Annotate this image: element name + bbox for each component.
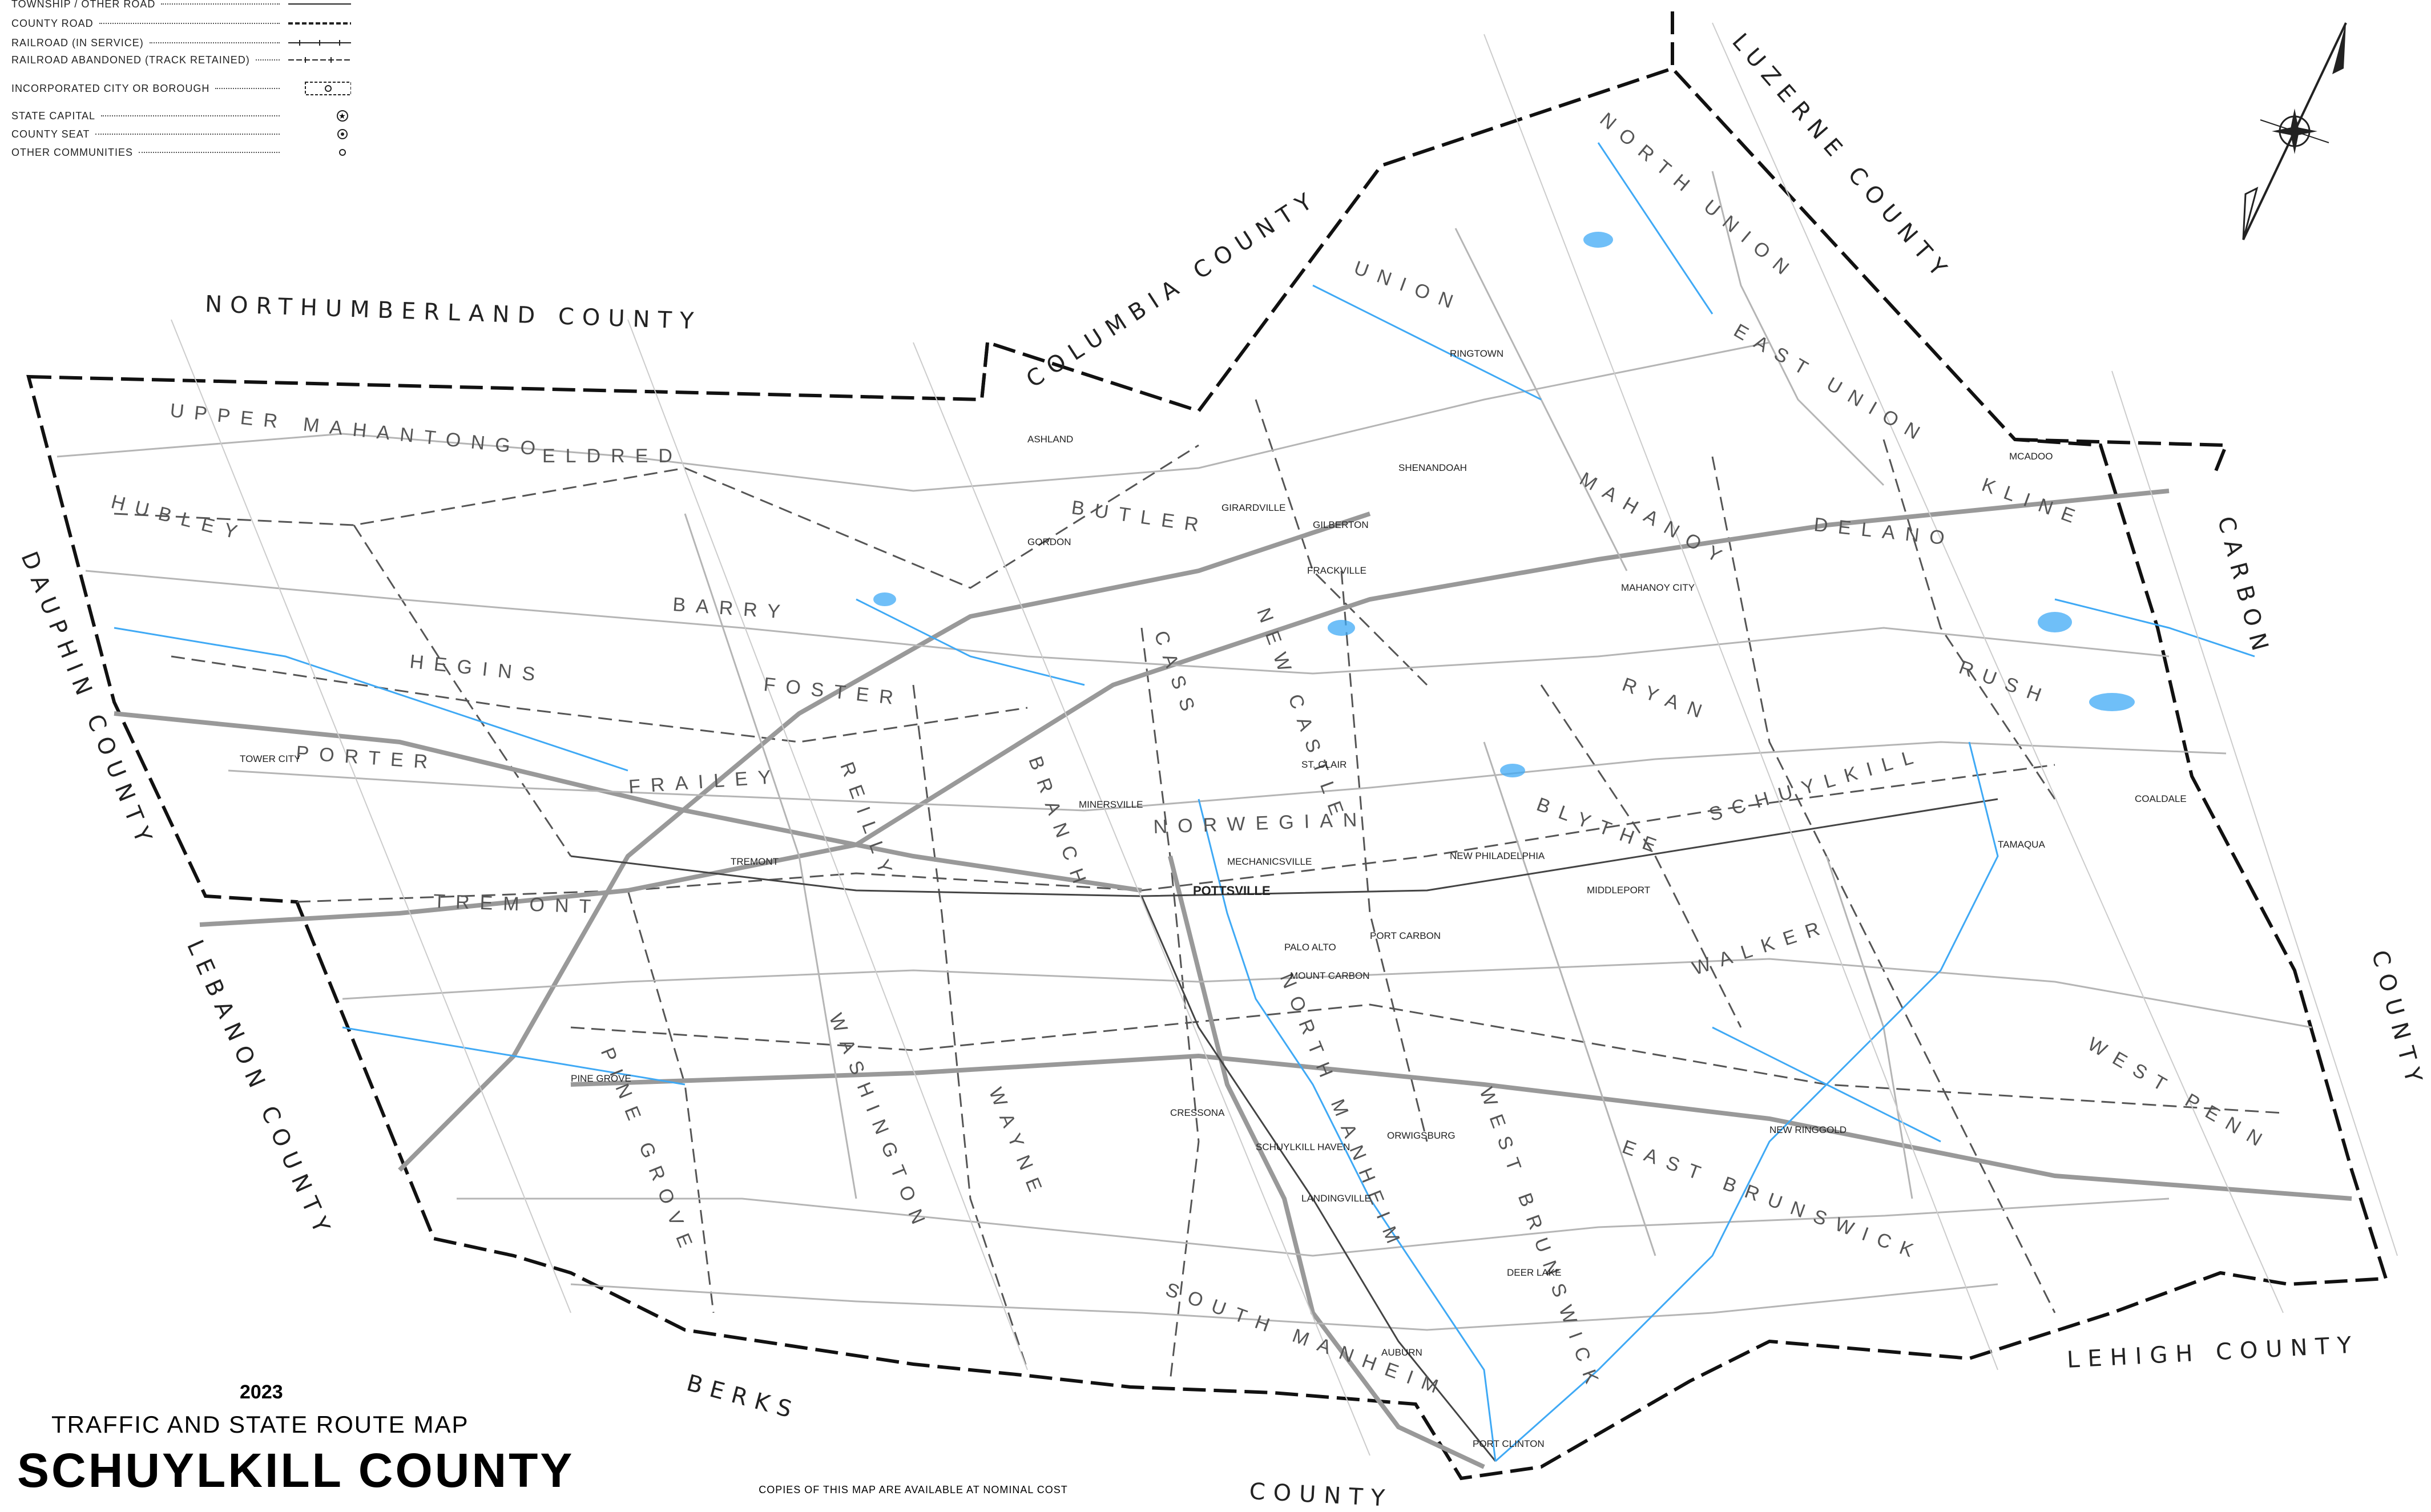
town-label: GIRARDVILLE (1221, 502, 1286, 513)
map-year: 2023 (240, 1381, 283, 1403)
town-label: ASHLAND (1027, 434, 1074, 445)
town-label: MAHANOY CITY (1621, 582, 1695, 593)
town-label: ORWIGSBURG (1387, 1130, 1456, 1141)
town-label: ST. CLAIR (1301, 759, 1347, 770)
adjacent-boundary-luzerne (1671, 11, 2229, 475)
town-label: PINE GROVE (571, 1073, 631, 1084)
legend-label: STATE CAPITAL (11, 110, 96, 122)
railroad-line-icon (285, 37, 354, 49)
town-label: PORT CARBON (1370, 930, 1441, 941)
legend-row-county-seat: COUNTY SEAT (11, 127, 354, 142)
town-label: GILBERTON (1313, 519, 1369, 530)
double-circle-icon (285, 128, 354, 140)
legend-leader (99, 23, 280, 24)
legend-label: INCORPORATED CITY OR BOROUGH (11, 82, 210, 94)
copies-note: COPIES OF THIS MAP ARE AVAILABLE AT NOMI… (759, 1484, 1068, 1495)
north-arrow-icon (2242, 22, 2347, 240)
legend-leader (255, 59, 280, 61)
town-label: LANDINGVILLE (1301, 1193, 1371, 1204)
legend-label: OTHER COMMUNITIES (11, 146, 133, 158)
town-label: MIDDLEPORT (1587, 885, 1651, 896)
town-label: POTTSVILLE (1193, 884, 1271, 898)
town-label: PALO ALTO (1284, 942, 1336, 953)
town-label: COALDALE (2135, 793, 2187, 804)
town-label: GORDON (1027, 537, 1071, 547)
town-label: MECHANICSVILLE (1227, 856, 1312, 867)
legend-label: COUNTY ROAD (11, 17, 94, 29)
town-label: SCHUYLKILL HAVEN (1256, 1142, 1350, 1152)
town-label: TAMAQUA (1998, 839, 2045, 850)
legend-label: TOWNSHIP / OTHER ROAD (11, 0, 156, 10)
town-label: NEW PHILADELPHIA (1450, 850, 1545, 861)
legend-leader (95, 134, 280, 135)
town-label: MOUNT CARBON (1290, 970, 1370, 981)
legend-row-state-capital: STATE CAPITAL ★ (11, 108, 354, 123)
map-title: SCHUYLKILL COUNTY (17, 1444, 575, 1497)
legend-label: COUNTY SEAT (11, 128, 90, 140)
map-subtitle: TRAFFIC AND STATE ROUTE MAP (51, 1411, 469, 1438)
dashed-box-icon (285, 82, 354, 95)
legend-leader (101, 115, 280, 116)
waterways (114, 142, 2255, 1462)
legend-row-township-road: TOWNSHIP / OTHER ROAD (11, 0, 354, 11)
legend-row-abandoned-railroad: RAILROAD ABANDONED (TRACK RETAINED) (11, 53, 354, 67)
town-label: NEW RINGGOLD (1769, 1124, 1847, 1135)
township-label: ELDRED (542, 445, 683, 467)
town-label: PORT CLINTON (1473, 1438, 1545, 1449)
county-boundary (26, 66, 2389, 1481)
legend-leader (139, 152, 280, 153)
dashed-line-icon (285, 18, 354, 29)
svg-text:★: ★ (338, 112, 346, 121)
legend-label: RAILROAD (IN SERVICE) (11, 37, 144, 49)
small-circle-icon (285, 147, 354, 158)
town-label: TOWER CITY (240, 753, 301, 764)
lakes (873, 232, 2135, 777)
legend-row-county-road: COUNTY ROAD (11, 16, 354, 31)
town-label: AUBURN (1381, 1347, 1422, 1358)
town-label: TREMONT (731, 856, 779, 867)
adjacent-boundary-columbia (980, 342, 989, 400)
star-circle-icon: ★ (285, 110, 354, 122)
town-label: RINGTOWN (1450, 348, 1504, 359)
town-label: SHENANDOAH (1398, 462, 1467, 473)
legend-leader (161, 3, 280, 5)
legend-row-railroad: RAILROAD (IN SERVICE) (11, 35, 354, 50)
abandoned-railroad-line-icon (285, 54, 354, 66)
legend-leader (149, 42, 280, 43)
railroads (570, 798, 1998, 1462)
town-label: MCADOO (2009, 451, 2053, 462)
town-label: MINERSVILLE (1079, 799, 1143, 810)
legend-row-other-communities: OTHER COMMUNITIES (11, 145, 354, 160)
legend-label: RAILROAD ABANDONED (TRACK RETAINED) (11, 54, 250, 66)
legend-row-incorporated: INCORPORATED CITY OR BOROUGH (11, 81, 354, 96)
town-label: FRACKVILLE (1307, 565, 1366, 576)
graticule (171, 22, 2398, 1456)
town-label: DEER LAKE (1507, 1267, 1562, 1278)
thin-line-icon (285, 0, 354, 10)
town-label: CRESSONA (1170, 1107, 1225, 1118)
legend-leader (215, 88, 280, 89)
